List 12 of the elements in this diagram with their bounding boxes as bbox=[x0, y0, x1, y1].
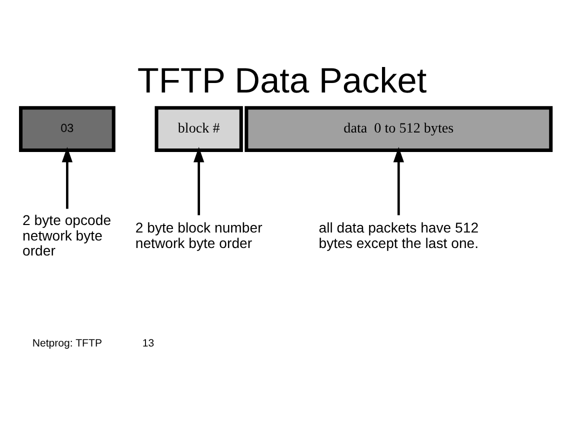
node-text: 2 byte opcode network byte order bbox=[22, 211, 112, 258]
arrow bbox=[193, 146, 204, 215]
diagram-title: TFTP Data Packet bbox=[137, 61, 427, 100]
label: Netprog: TFTP bbox=[32, 337, 102, 350]
label: 13 bbox=[142, 337, 154, 350]
node-box: data 0 to 512 bytes bbox=[244, 106, 553, 152]
node-box: block # bbox=[154, 106, 243, 152]
arrow bbox=[62, 146, 73, 208]
node-text: all data packets have 512 bytes except the last one. bbox=[318, 219, 479, 250]
node-text: 2 byte block number network byte order bbox=[135, 219, 262, 250]
node-box: 03 bbox=[19, 106, 116, 152]
arrow bbox=[393, 146, 404, 215]
